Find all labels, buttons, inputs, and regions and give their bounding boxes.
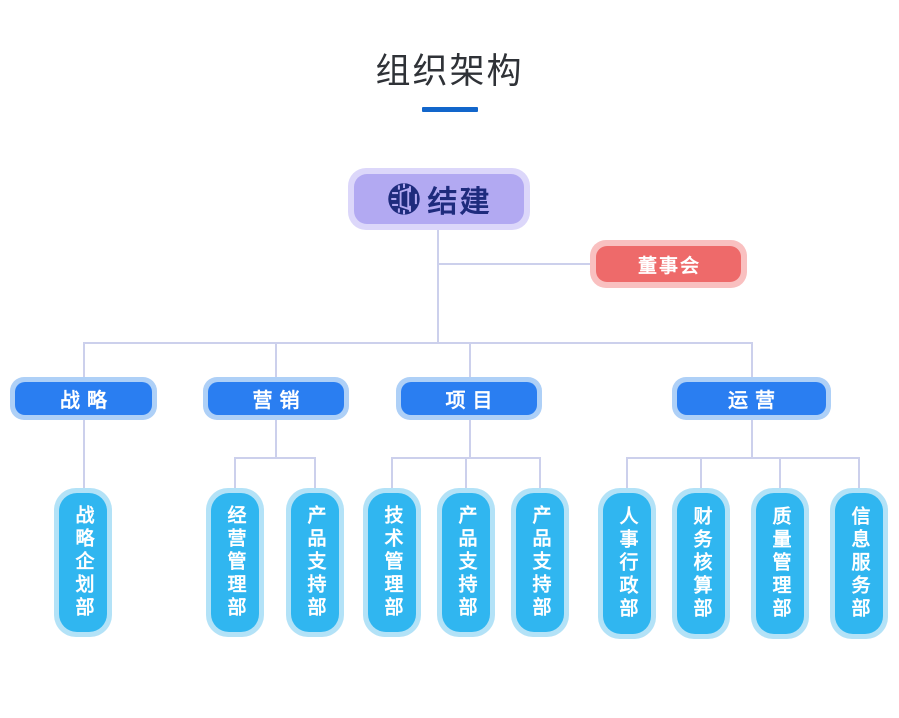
connector-stub (469, 420, 471, 458)
dept-label: 产品支持部 (442, 493, 490, 632)
node-division-operations: 运营 (672, 377, 831, 420)
connector-stub (751, 420, 753, 458)
connector-drop (700, 458, 702, 488)
connector-board-link (438, 263, 590, 265)
connector-bus-level1 (83, 342, 753, 344)
connector-drop (234, 458, 236, 488)
dept-label: 信息服务部 (835, 493, 883, 634)
division-label: 项目 (401, 382, 537, 415)
node-dept: 质量管理部 (751, 488, 809, 639)
node-dept: 产品支持部 (437, 488, 495, 637)
node-dept: 战略企划部 (54, 488, 112, 637)
connector-drop (626, 458, 628, 488)
connector-stub (275, 420, 277, 458)
dept-label: 产品支持部 (516, 493, 564, 632)
division-label: 运营 (677, 382, 826, 415)
company-name-label: 结建 (427, 186, 492, 219)
node-company-root: 结建 (348, 168, 530, 230)
dept-label: 经营管理部 (211, 493, 259, 632)
connector-drop (83, 343, 85, 377)
connector-drop (539, 458, 541, 488)
dept-label: 质量管理部 (756, 493, 804, 634)
title-underline (422, 107, 478, 112)
connector-drop (779, 458, 781, 488)
connector-strategy-child (83, 420, 85, 488)
connector-bus-operations (626, 457, 860, 459)
node-division-marketing: 营销 (203, 377, 349, 420)
connector-drop (275, 343, 277, 377)
dept-label: 财务核算部 (677, 493, 725, 634)
dept-label: 技术管理部 (368, 493, 416, 632)
node-dept: 信息服务部 (830, 488, 888, 639)
dept-label: 人事行政部 (603, 493, 651, 634)
node-board: 董事会 (590, 240, 747, 288)
node-division-project: 项目 (396, 377, 542, 420)
dept-label: 产品支持部 (291, 493, 339, 632)
node-dept: 经营管理部 (206, 488, 264, 637)
node-dept: 产品支持部 (511, 488, 569, 637)
connector-bus-marketing (234, 457, 316, 459)
connector-drop (465, 458, 467, 488)
node-dept: 技术管理部 (363, 488, 421, 637)
connector-drop (858, 458, 860, 488)
node-division-strategy: 战略 (10, 377, 157, 420)
connector-drop (469, 343, 471, 377)
node-dept: 产品支持部 (286, 488, 344, 637)
division-label: 营销 (208, 382, 344, 415)
connector-trunk (437, 230, 439, 343)
division-label: 战略 (15, 382, 152, 415)
connector-drop (314, 458, 316, 488)
node-dept: 财务核算部 (672, 488, 730, 639)
node-dept: 人事行政部 (598, 488, 656, 639)
company-logo-icon (387, 182, 421, 216)
page-title: 组织架构 (375, 52, 524, 91)
board-label: 董事会 (596, 246, 741, 282)
connector-drop (391, 458, 393, 488)
dept-label: 战略企划部 (59, 493, 107, 632)
connector-drop (751, 343, 753, 377)
